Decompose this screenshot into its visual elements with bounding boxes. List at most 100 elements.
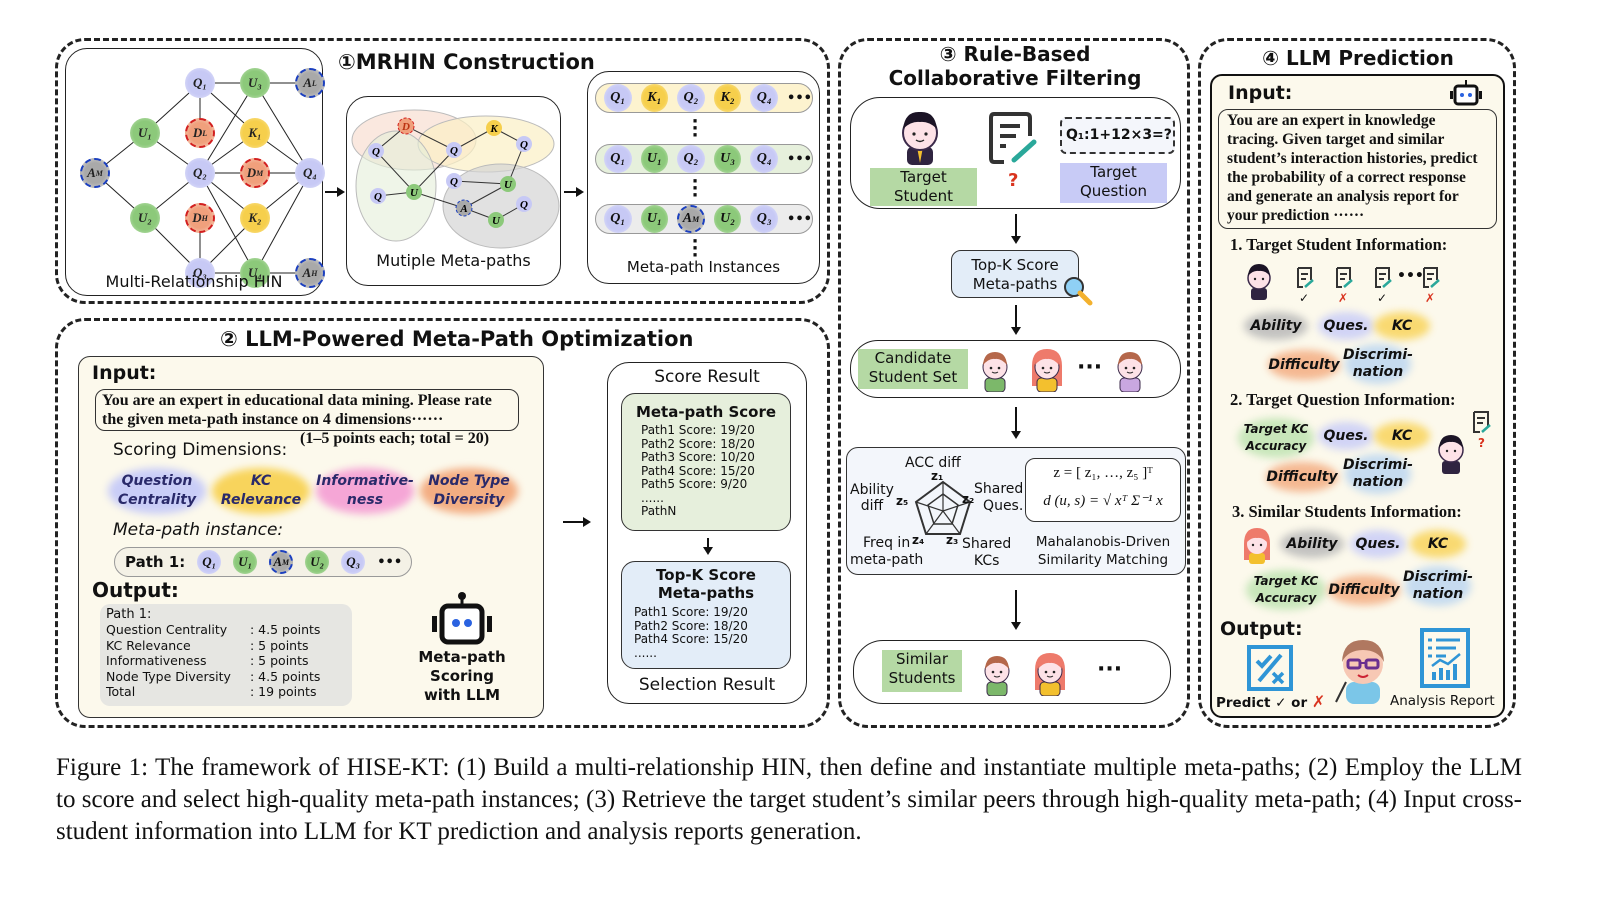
info-tag: Difficulty [1266, 462, 1338, 492]
radar-z1: z₁ [931, 469, 944, 483]
info-tag-bg [1345, 454, 1411, 494]
output-row-name: Question Centrality [106, 622, 228, 637]
info-tag-text: Discrimi-nation [1343, 457, 1413, 490]
instance-node: Q₄ [750, 84, 779, 112]
vdots-2: ··· [691, 171, 699, 206]
hin-node: Q₂ [185, 158, 215, 188]
teacher-avatar [1335, 640, 1384, 704]
prediction-card [1210, 74, 1505, 718]
formula-z: z = [ z₁, …, z₅ ]ᵀ [1053, 465, 1153, 481]
mahalanobis-line1: Mahalanobis-Driven [1035, 534, 1171, 550]
svg-text:U: U [504, 179, 513, 191]
info-tag: Ques. [1350, 530, 1406, 558]
predict-x: ✗ [1311, 692, 1326, 711]
radar-shared-ques-line2: Ques. [983, 498, 1024, 514]
dimension-tag-bg [420, 468, 518, 514]
cross-icon: ✗ [1338, 291, 1349, 305]
history-doc-icon [1294, 266, 1316, 294]
robot-caption-line2: Scoring [430, 667, 494, 685]
path1-node: U₂ [305, 550, 330, 574]
info-tag: Ques. [1318, 312, 1374, 340]
panel-collaborative-filtering [838, 38, 1190, 728]
arrow-topk-to-candidate [1011, 305, 1021, 335]
score-item: Path5 Score: 9/20 [641, 477, 748, 491]
selection-result-label: Selection Result [638, 675, 776, 695]
magnifier-icon [1064, 277, 1093, 306]
svg-text:A: A [459, 203, 467, 215]
dimension-tag: Informative-ness [316, 468, 414, 514]
instance-node: K₁ [640, 84, 669, 112]
topk-title-line2: Meta-paths [657, 584, 755, 602]
output-row-name: Total [106, 684, 136, 699]
p4-prompt: You are an expert in knowledge tracing. … [1218, 109, 1497, 229]
p4-target-student-avatar [1247, 264, 1271, 300]
sec2-title: 2. Target Question Information: [1230, 390, 1456, 409]
info-tag-bg [1405, 566, 1471, 606]
radar-ability-line1: Ability [850, 482, 894, 498]
output-row-name: Node Type Diversity [106, 668, 231, 684]
instance-node: Q₁ [604, 84, 632, 112]
similar-line1: Similar [896, 650, 948, 668]
history-doc-icon [1420, 266, 1442, 294]
path1-node: Q₁ [197, 550, 222, 574]
path1-node: U₁ [233, 550, 258, 574]
cross-icon: ✗ [1425, 291, 1436, 305]
metapath-score-title: Meta-path Score [635, 403, 777, 421]
radar-shared-kc-line1: Shared [962, 536, 1012, 552]
path1-more: ••• [377, 554, 403, 570]
instance-node: U₂ [713, 205, 742, 233]
instance-node: U₁ [640, 145, 669, 173]
target-student-avatar [902, 111, 938, 165]
info-tag-text: Ques. [1355, 535, 1401, 552]
score-item: PathN [641, 504, 677, 518]
points-note: (1–5 points each; total = 20) [300, 430, 490, 447]
similar-ellipsis: ··· [1097, 657, 1123, 682]
panel-mrhin-construction [55, 38, 830, 304]
radar-ability-line2: diff [860, 498, 884, 514]
panel1-title: ①MRHIN Construction [338, 50, 595, 74]
question-text: Q₁:1+12×3=? [1060, 117, 1175, 154]
output-row-name: KC Relevance [106, 637, 191, 653]
metapath-ellipse-u [355, 130, 437, 242]
radar-z2: z₂ [962, 492, 975, 506]
info-tag-text: Ques. [1323, 317, 1369, 334]
document-edit-icon [989, 112, 1037, 164]
p4-question-doc-icon [1473, 411, 1491, 433]
topk-line2: Meta-paths [972, 275, 1058, 293]
output-row-value: : 4.5 points [250, 668, 321, 684]
question-mark: ? [1008, 170, 1019, 191]
topk-item: Path4 Score: 15/20 [634, 632, 748, 646]
info-tag: KC [1374, 312, 1430, 340]
path1-node: Q₃ [341, 550, 366, 574]
output-row-value: : 4.5 points [250, 622, 321, 637]
info-tag: Ability [1280, 530, 1344, 558]
info-tag-bg [1328, 575, 1400, 605]
target-student-line2: Student [893, 187, 954, 205]
predict-icon [1247, 645, 1293, 691]
candidate-student-avatar [1027, 346, 1067, 396]
check-icon: ✓ [1377, 291, 1388, 305]
hin-label: Multi-Relationship HIN [105, 272, 283, 291]
info-tag-text: Difficulty [1268, 356, 1340, 373]
sec3-title: 3. Similar Students Information: [1232, 502, 1462, 521]
instance-more: ••• [787, 211, 812, 227]
metapath-ellipse-k [417, 115, 555, 173]
output-row-value: : 5 points [250, 637, 309, 653]
scoring-label: Scoring Dimensions: [113, 440, 288, 460]
mahalanobis-label: Mahalanobis-Driven Similarity Matching [1022, 533, 1184, 569]
predict-label: Predict ✓ or ✗ [1216, 692, 1325, 711]
candidate-line1: Candidate [874, 349, 952, 367]
output-row-value: : 5 points [250, 653, 309, 668]
hin-edge [254, 172, 311, 274]
info-tag-bg [1350, 530, 1406, 558]
